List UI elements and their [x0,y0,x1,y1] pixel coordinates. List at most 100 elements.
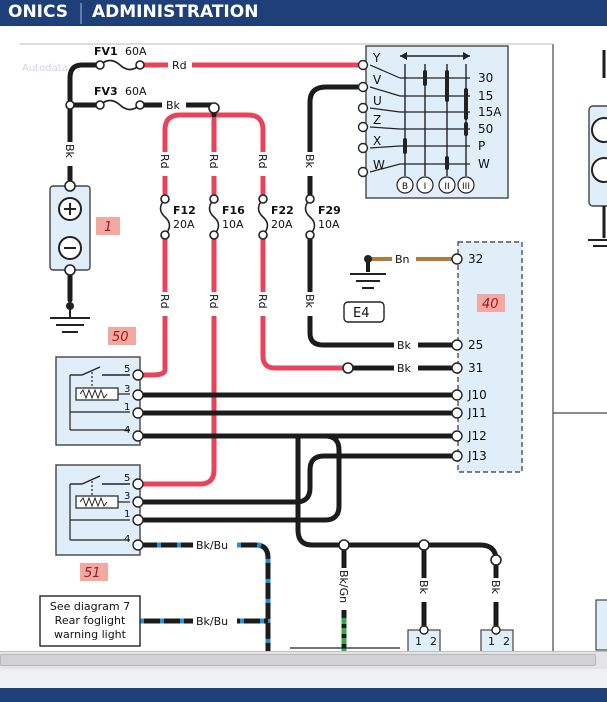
switch-input-label: Y [372,51,381,65]
relay-50: 50 5 3 1 4 [55,327,144,446]
switch-input-label: X [373,134,381,148]
earth-e4-label: E4 [353,306,370,321]
junction-nodes [65,100,502,566]
fuse-f22: F22 20A [257,194,294,240]
fuse-rating-label: 10A [222,218,244,231]
wire-label-bk: Bk [166,99,181,112]
wire-label-bn: Bn [395,253,410,266]
relay-pin-label: 3 [124,491,130,502]
wiring-diagram-canvas: FV1 60A FV3 60A F12 20A F16 10A F22 20A [0,26,607,651]
switch-output-label: 15A [478,105,502,119]
wire-label-bk: Bk [397,339,412,352]
wire-label-rd: Rd [256,294,269,309]
relay-pin-label: 5 [124,473,130,484]
module-pin-label: J10 [467,388,487,402]
fuse-id-label: F22 [271,204,294,217]
partial-connector [595,599,607,651]
top-nav-bar: ONICS ADMINISTRATION [0,0,607,26]
relay-pin-label: 1 [124,509,130,520]
relay-number: 51 [84,566,101,581]
bkbu-wires [137,542,271,651]
fuse-fv1: FV1 60A [94,45,147,71]
earth-symbol [50,306,90,333]
component-tag [80,563,108,581]
module-pin-label: 25 [468,338,483,352]
switch-input-label: W [373,158,385,172]
fuse-f12: F12 20A [159,194,196,240]
switch-input-label: U [373,94,382,108]
module-pin-label: J13 [467,449,487,463]
connector-pin-label: 1 [488,635,495,648]
wire-label-rd: Rd [207,154,220,169]
wiring-diagram: FV1 60A FV3 60A F12 20A F16 10A F22 20A [20,43,607,651]
scrollbar-thumb[interactable] [0,654,596,666]
relay-pin-label: 3 [124,384,130,395]
wire-relay-b-1 [134,485,342,523]
tab-administration[interactable]: ADMINISTRATION [92,2,259,22]
status-area [0,669,607,688]
fuse-rating-label: 20A [271,218,293,231]
fuse-rating-label: 60A [125,85,147,98]
module-pin-label: J12 [467,429,487,443]
switch-input-label: V [373,73,382,87]
switch-output-label: 30 [478,71,493,85]
component-tag [477,294,505,312]
horizontal-scrollbar[interactable] [0,651,607,669]
switch-position-label: B [402,182,408,192]
battery-number: 1 [104,220,112,235]
wire-label-bkbu: Bk/Bu [196,539,228,552]
module-pin-label: J11 [467,406,487,420]
switch-output-label: 15 [478,89,493,103]
connector-pin-label: 2 [430,635,437,648]
wire-earth-bus [295,433,499,633]
relay-pin-label: 4 [124,534,130,545]
wire-label-rd: Rd [172,59,187,72]
connector-pin-label: 2 [503,635,510,648]
earth-e4: E4 [343,273,386,323]
switch-input-label: Z [373,113,381,127]
switch-output-label: W [478,157,490,171]
component-tag [108,327,136,345]
wire-label-bk: Bk [397,362,412,375]
module-pin-label: 31 [468,361,483,375]
red-wires [134,62,366,487]
wire-label-bkbu: Bk/Bu [196,615,228,628]
wire-f12-to-relay [134,367,168,378]
battery-component: 1 [49,180,120,276]
relay-number: 50 [112,330,129,345]
tab-separator [80,3,82,24]
relay-51: 5 3 1 4 51 [55,464,144,581]
fuse-rating-label: 20A [173,218,195,231]
wire-label-bk: Bk [417,580,430,595]
partial-battery-terminal [591,117,607,143]
relay-pin-label: 5 [124,364,130,375]
tab-electronics[interactable]: ONICS [8,2,69,22]
switch-output-label: 50 [478,122,493,136]
see-diagram-reference[interactable]: See diagram 7 Rear foglight warning ligh… [39,595,141,647]
fuse-id-label: FV1 [94,45,118,58]
switch-position-label: III [462,182,470,192]
wire-label-bk: Bk [63,144,76,159]
ignition-switch: Y V U Z X W 30 15 15A 50 P W B I II III [357,45,509,199]
watermark-text: Autodata [22,63,68,74]
relay-pin-label: 4 [124,425,130,436]
wire-label-rd: Rd [207,294,220,309]
fuse-id-label: FV3 [94,85,118,98]
wire-f22 [211,112,351,371]
wire-label-bk: Bk [303,154,316,169]
fuse-id-label: F12 [173,204,196,217]
fuse-id-label: F29 [318,204,341,217]
see-diagram-line: See diagram 7 [50,600,130,613]
module-pin-label: 32 [468,252,483,266]
partial-battery-terminal [591,157,607,183]
fuse-f29: F29 10A [304,194,341,240]
switch-position-label: I [424,182,427,192]
fuse-rating-label: 60A [125,45,147,58]
component-tag [96,217,120,235]
switch-position-label: II [444,182,449,192]
wire-battery-plus [67,62,100,183]
wire-label-bkgn: Bk/Gn [337,570,350,603]
connector-left: 1 2 [407,625,441,651]
see-diagram-line: warning light [54,628,127,641]
fuse-f16: F16 10A [208,194,245,240]
